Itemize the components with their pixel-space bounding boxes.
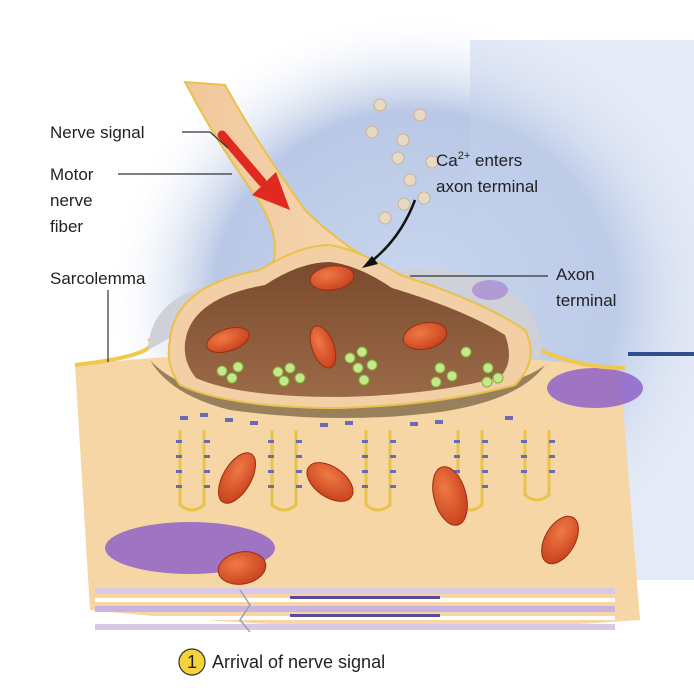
step-number: 1 <box>187 652 197 672</box>
label-ca-superscript: 2+ <box>458 150 471 162</box>
label-motor-line1: Motor <box>50 165 94 184</box>
label-ca-prefix: Ca <box>436 151 458 170</box>
junctional-folds <box>176 413 555 512</box>
label-motor-line3: fiber <box>50 217 83 236</box>
nerve-signal-leader <box>182 131 229 149</box>
label-ca-rest: enters <box>470 151 522 170</box>
muscle-fiber <box>75 350 694 633</box>
label-sarcolemma: Sarcolemma <box>50 269 146 288</box>
label-motor-line2: nerve <box>50 191 93 210</box>
caption-text: Arrival of nerve signal <box>212 652 385 672</box>
label-axon-terminal-entry: axon terminal <box>436 177 538 196</box>
myofibrils <box>95 588 615 633</box>
fiber-edge-line <box>628 352 694 356</box>
label-axon-line1: Axon <box>556 265 595 284</box>
label-axon-line2: terminal <box>556 291 616 310</box>
synaptic-vesicles <box>216 346 504 388</box>
axoplasm <box>184 262 509 397</box>
schwann-nucleus <box>472 280 508 300</box>
caption: 1 Arrival of nerve signal <box>178 648 385 676</box>
muscle-mitochondria <box>217 452 579 585</box>
calcium-ions <box>365 98 439 225</box>
terminal-mitochondria <box>206 265 448 369</box>
muscle-nucleus <box>547 368 643 408</box>
label-nerve-signal: Nerve signal <box>50 123 145 142</box>
step-badge <box>178 648 206 676</box>
label-ca-enters: Ca2+ enters <box>436 150 522 170</box>
nerve-signal-arrow <box>217 130 290 210</box>
calcium-entry-arrow <box>362 199 417 268</box>
